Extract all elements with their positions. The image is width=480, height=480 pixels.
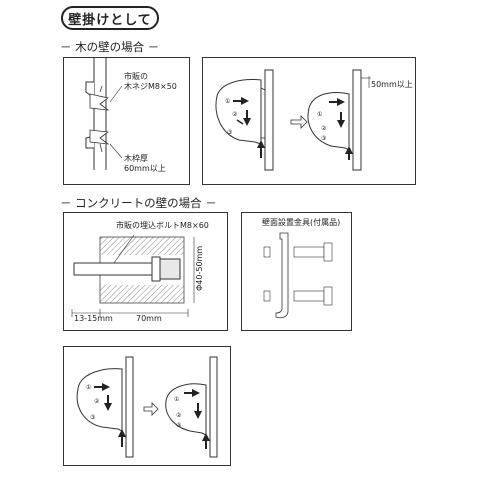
svg-text:③: ③ [321,135,326,142]
wall-bracket-diagram [263,232,333,319]
svg-text:①: ① [86,384,91,391]
concrete-mount-steps-diagram: ① ② ③ ① ② ③ [76,356,218,458]
svg-text:②: ② [232,111,238,118]
bracket-label: 壁面設置金具(付属品) [262,218,341,227]
concrete-section-heading: － コンクリートの壁の場合 － [60,196,217,210]
frame-label-line1: 木枠厚 [124,154,148,163]
page-title: 壁掛けとして [61,6,159,30]
concrete-bolt-panel: 市販の埋込ボルトM8×60 Φ40-50mm 13-15mm 70mm [63,212,228,331]
svg-text:③: ③ [227,129,232,136]
wood-section-heading: － 木の壁の場合 － [60,40,160,54]
wood-mount-steps-diagram: ① ② ③ ① ② ③ [215,69,371,171]
screw-label-line2: 木ネジM8×50 [124,82,177,91]
screw-label-line1: 市販の [124,72,148,81]
wood-screw-panel: 市販の 木ネジM8×50 木枠厚 60mm以上 [63,57,190,185]
svg-text:②: ② [94,398,100,405]
depth-label: Φ40-50mm [195,245,204,291]
svg-text:②: ② [321,125,327,132]
page-title-text: 壁掛けとして [68,12,152,28]
svg-text:①: ① [317,111,322,118]
concrete-bolt-diagram [71,234,195,317]
frame-label-line2: 60mm以上 [124,164,166,173]
svg-text:③: ③ [90,414,95,421]
svg-text:②: ② [176,412,182,419]
bolt-label: 市販の埋込ボルトM8×60 [116,221,209,230]
svg-text:①: ① [225,98,230,105]
wall-bracket-panel: 壁面設置金具(付属品) [241,212,352,331]
wood-screw-diagram [85,58,123,170]
concrete-mount-steps-panel: ① ② ③ ① ② ③ [63,346,231,466]
wood-mount-steps-panel: ① ② ③ ① ② ③ 50mm以上 [202,57,416,185]
svg-text:①: ① [174,396,179,403]
dim-right-label: 70mm [136,314,162,323]
svg-text:③: ③ [176,422,181,429]
gap-label: 50mm以上 [371,80,413,89]
dim-left-label: 13-15mm [74,314,113,323]
